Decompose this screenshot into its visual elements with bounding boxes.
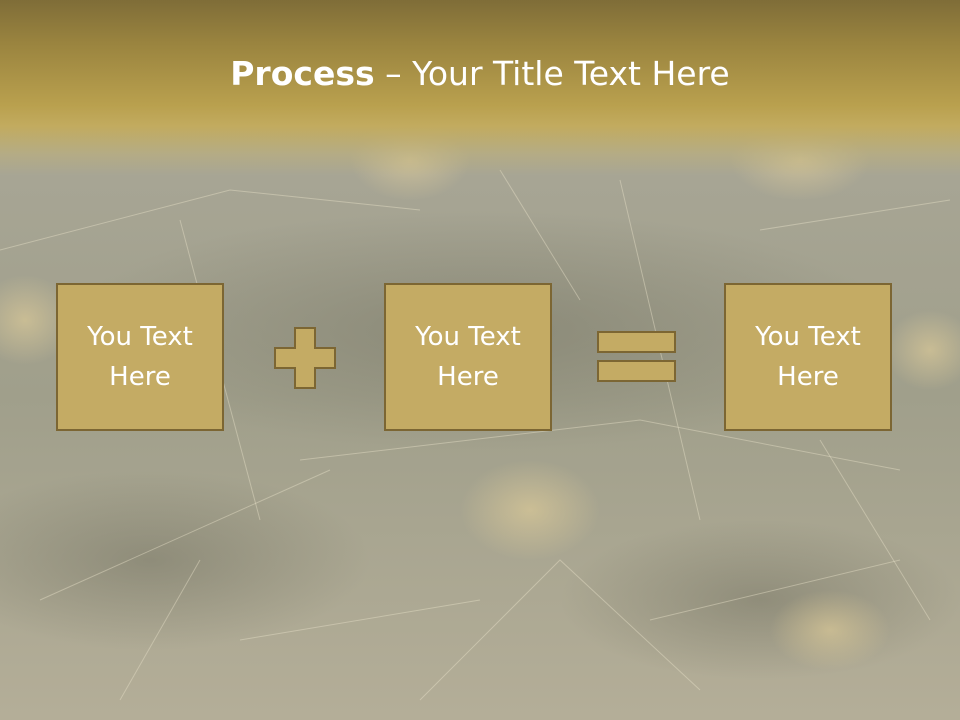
process-box-2[interactable]: You Text Here [384, 283, 552, 431]
title-rest: – Your Title Text Here [374, 54, 730, 93]
process-box-3-text: You Text Here [755, 322, 861, 392]
process-box-1-text: You Text Here [87, 322, 193, 392]
process-box-1[interactable]: You Text Here [56, 283, 224, 431]
process-box-3[interactable]: You Text Here [724, 283, 892, 431]
header-band [0, 0, 960, 175]
slide-title: Process – Your Title Text Here [0, 52, 960, 96]
plus-icon [274, 327, 336, 389]
equals-icon [597, 331, 676, 382]
title-strong: Process [230, 54, 375, 93]
process-box-2-text: You Text Here [415, 322, 521, 392]
